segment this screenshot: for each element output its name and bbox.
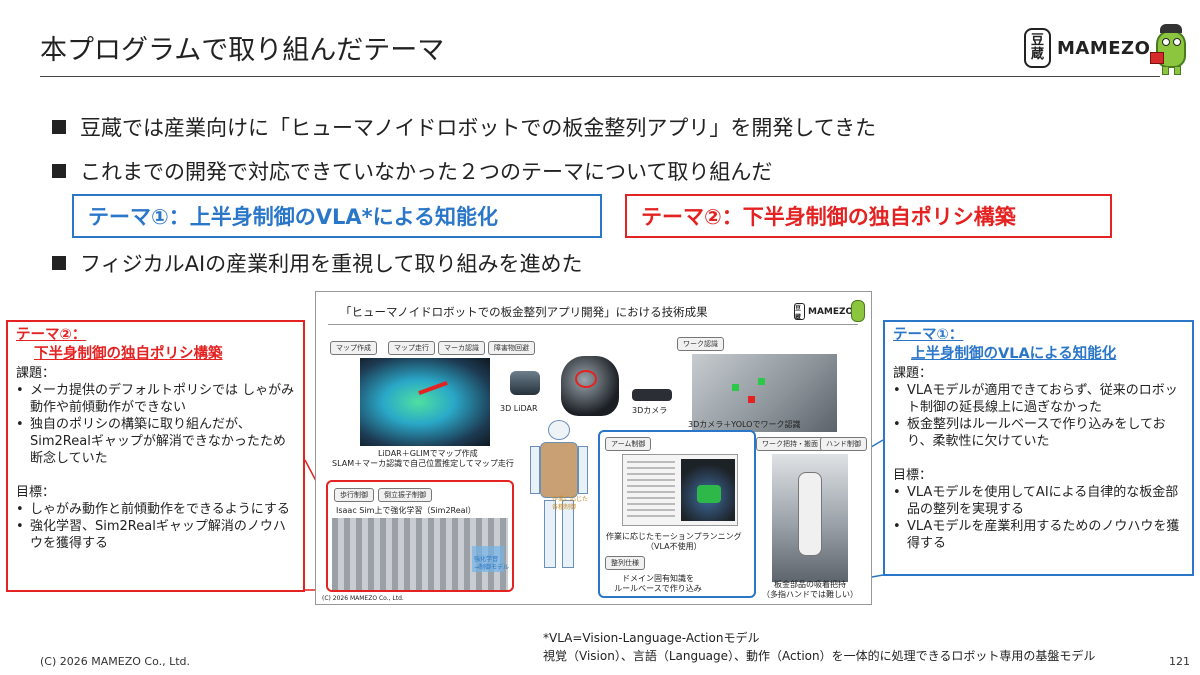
theme1-heading-line2: 上半身制御のVLAによる知能化 (911, 346, 1117, 362)
list-item: VLAモデルを使用してAIによる自律的な板金部品の整列を実現する (893, 484, 1184, 518)
tag-spec: 整列仕様 (605, 556, 645, 570)
tag-arm: アーム制御 (605, 437, 652, 451)
bullet-item: フィジカルAIの産業利用を重視して取り組みを進めた (52, 248, 583, 278)
theme2-detail-box: テーマ②： 下半身制御の独自ポリシ構築 課題： メーカ提供のデフォルトポリシでは… (6, 320, 305, 592)
list-item: VLAモデルを産業利用するためのノウハウを獲得する (893, 518, 1184, 552)
slam-map-image (360, 358, 490, 446)
footnote: *VLA=Vision-Language-Actionモデル 視覚（Vision… (543, 629, 1095, 665)
isaac-caption: Isaac Sim上で強化学習（Sim2Real） (336, 506, 476, 515)
theme1-detail-box: テーマ①： 上半身制御のVLAによる知能化 課題： VLAモデルが適用できておら… (883, 320, 1194, 576)
list-item: 独自のポリシの構築に取り組んだが、Sim2Realギャップが解消できなかったため… (16, 416, 295, 467)
title-divider (40, 76, 1160, 77)
copyright: (C) 2026 MAMEZO Co., Ltd. (40, 655, 191, 668)
panel-logo-text: MAMEZO (808, 306, 854, 317)
tag-map-drive: マップ走行 (388, 341, 435, 355)
motion-planning-screen-image (622, 454, 738, 526)
footnote-line2: 視覚（Vision）、言語（Language）、動作（Action）を一体的に処… (543, 649, 1096, 663)
theme2-heading-line2: 下半身制御の独自ポリシ構築 (34, 346, 223, 362)
list-item: しゃがみ動作と前傾動作をできるようにする (16, 501, 295, 518)
theme2-heading-line1: テーマ②： (16, 327, 87, 343)
issues-list: VLAモデルが適用できておらず、従来のロボット制御の延長線上に過ぎなかった 板金… (893, 382, 1184, 450)
motion-caption: 作業に応じたモーションプランニング （VLA不使用） (606, 532, 742, 551)
panel-copyright: (C) 2026 MAMEZO Co., Ltd. (322, 595, 404, 602)
arm-control-highlight (598, 430, 756, 598)
bullet-square-icon (52, 164, 66, 178)
mamezo-logo: 豆 蔵 MAMEZO (1024, 28, 1151, 68)
issues-label: 課題： (16, 366, 56, 381)
bullet-square-icon (52, 120, 66, 134)
issues-list: メーカ提供のデフォルトポリシでは しゃがみ動作や前傾動作ができない 独自のポリシ… (16, 382, 295, 467)
panel-title: 「ヒューマノイドロボットでの板金整列アプリ開発」における技術成果 (340, 305, 708, 319)
tag-work-recognition: ワーク認識 (677, 337, 724, 351)
issues-label: 課題： (893, 366, 933, 381)
theme2-detail-heading: テーマ②： 下半身制御の独自ポリシ構築 (16, 326, 295, 364)
bullet-square-icon (52, 256, 66, 270)
panel-logo: 豆蔵 MAMEZO (794, 303, 854, 321)
tag-hand: ハンド制御 (820, 437, 867, 451)
bullet-item: 豆蔵では産業向けに「ヒューマノイドロボットでの板金整列アプリ」を開発してきた (52, 112, 876, 142)
goals-list: VLAモデルを使用してAIによる自律的な板金部品の整列を実現する VLAモデルを… (893, 484, 1184, 552)
tag-pendulum: 倒立振子制御 (378, 488, 432, 502)
slam-caption-1: LiDAR＋GLIMでマップ作成 (378, 449, 478, 458)
list-item: メーカ提供のデフォルトポリシでは しゃがみ動作や前傾動作ができない (16, 382, 295, 416)
robot-head-image (561, 356, 619, 416)
mascot-image (1150, 18, 1192, 76)
goals-label: 目標： (16, 485, 56, 500)
hand-grip-image (772, 454, 848, 582)
slam-caption-2: SLAM＋マーカ認識で自己位置推定してマップ走行 (332, 459, 514, 468)
lidar-image (510, 371, 540, 395)
footnote-line1: *VLA=Vision-Language-Actionモデル (543, 631, 760, 645)
domain-caption: ドメイン固有知識を ルールベースで作り込み (614, 574, 702, 593)
goals-label: 目標： (893, 468, 933, 483)
list-item: VLAモデルが適用できておらず、従来のロボット制御の延長線上に過ぎなかった (893, 382, 1184, 416)
policy-label: 作業に応じた 各種制御 (552, 496, 589, 511)
logo-seal-top: 豆 (1030, 32, 1044, 48)
theme2-box: テーマ②：下半身制御の独自ポリシ構築 (625, 194, 1112, 238)
bullet-text: これまでの開発で対応できていなかった２つのテーマについて取り組んだ (80, 160, 773, 184)
lidar-label: 3D LiDAR (500, 404, 538, 413)
slide-title: 本プログラムで取り組んだテーマ (40, 35, 445, 66)
tech-results-panel: 「ヒューマノイドロボットでの板金整列アプリ開発」における技術成果 豆蔵 MAME… (315, 291, 872, 605)
page-number: 121 (1169, 655, 1190, 668)
tag-grip: ワーク把持・搬面 (756, 437, 824, 451)
tag-marker: マーカ認識 (438, 341, 485, 355)
rl-label: 強化学習 →制御モデル (474, 556, 510, 571)
logo-seal-bottom: 蔵 (1030, 47, 1044, 62)
humanoid-robot-image (530, 420, 588, 570)
camera-image (632, 389, 672, 401)
work-caption: 3Dカメラ＋YOLOでワーク認識 (688, 420, 801, 429)
tag-map-create: マップ作成 (330, 341, 377, 355)
camera-label: 3Dカメラ (632, 406, 668, 415)
theme1-box: テーマ①：上半身制御のVLA*による知能化 (72, 194, 602, 238)
panel-divider (328, 324, 858, 325)
logo-seal: 豆 蔵 (1024, 28, 1051, 68)
walking-control-highlight (326, 480, 514, 592)
list-item: 板金整列はルールベースで作り込みをしており、柔軟性に欠けていた (893, 416, 1184, 450)
theme1-detail-heading: テーマ①： 上半身制御のVLAによる知能化 (893, 326, 1184, 364)
bullet-item: これまでの開発で対応できていなかった２つのテーマについて取り組んだ (52, 156, 772, 186)
bullet-text: 豆蔵では産業向けに「ヒューマノイドロボットでの板金整列アプリ」を開発してきた (80, 116, 877, 140)
goals-list: しゃがみ動作と前傾動作をできるようにする 強化学習、Sim2Realギャップ解消… (16, 501, 295, 552)
panel-logo-seal: 豆蔵 (794, 303, 805, 321)
panel-mascot-image (851, 300, 865, 322)
work-recognition-image (692, 354, 837, 432)
logo-brand-text: MAMEZO (1057, 37, 1151, 59)
list-item: 強化学習、Sim2Realギャップ解消のノウハウを獲得する (16, 518, 295, 552)
theme1-heading-line1: テーマ①： (893, 327, 964, 343)
isaac-sim-image (332, 518, 508, 590)
tag-obstacle: 障害物回避 (488, 341, 535, 355)
bullet-text: フィジカルAIの産業利用を重視して取り組みを進めた (80, 252, 583, 276)
tag-walk: 歩行制御 (334, 488, 374, 502)
hand-caption: 板金部品の吸着把持 （多指ハンドでは難しい） (762, 580, 858, 599)
